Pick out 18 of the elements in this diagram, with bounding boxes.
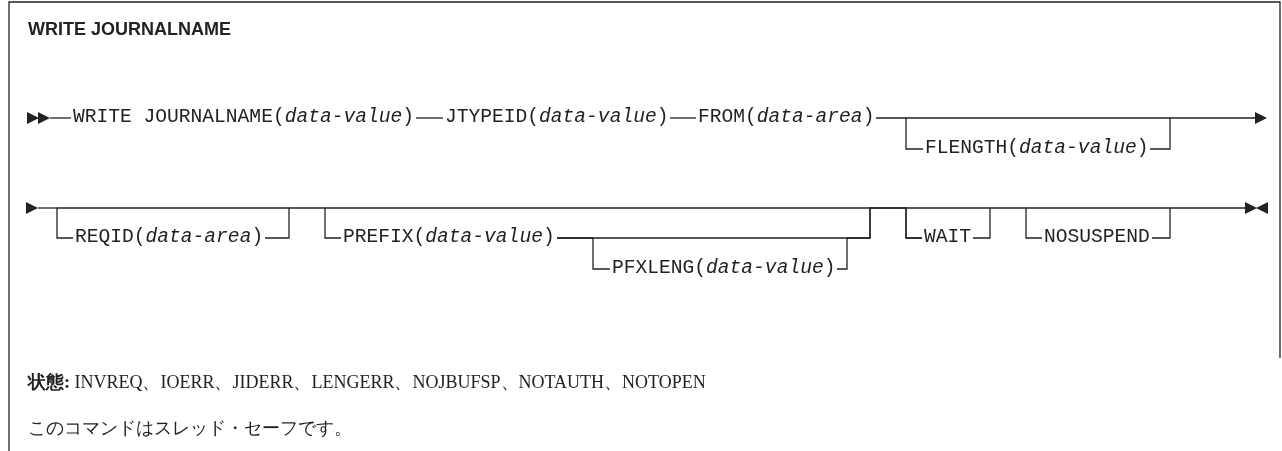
connector-line (669, 117, 697, 119)
connector-line (836, 207, 923, 270)
connector-line (415, 117, 444, 119)
connector-line (264, 207, 342, 239)
syntax-keyword: WAIT (924, 226, 972, 248)
syntax-keyword: PREFIX(data-value) (343, 226, 555, 248)
syntax-keyword: REQID(data-area) (75, 226, 264, 248)
syntax-keyword: WRITE JOURNALNAME(data-value) (73, 106, 414, 128)
syntax-keyword: PFXLENG(data-value) (612, 257, 836, 279)
syntax-keyword: JTYPEID(data-value) (445, 106, 669, 128)
title: WRITE JOURNALNAME (28, 19, 231, 40)
syntax-keyword: NOSUSPEND (1044, 226, 1150, 248)
syntax-keyword: FROM(data-area) (698, 106, 875, 128)
connector-line (875, 117, 924, 150)
connector-line (972, 207, 1043, 239)
syntax-keyword: FLENGTH(data-value) (925, 137, 1149, 159)
note-text: このコマンドはスレッド・セーフです。 (28, 417, 352, 440)
condition-list: 状態: INVREQ、IOERR、JIDERR、LENGERR、NOJBUFSP、NOTAUTH、NOTOPEN (28, 370, 706, 394)
